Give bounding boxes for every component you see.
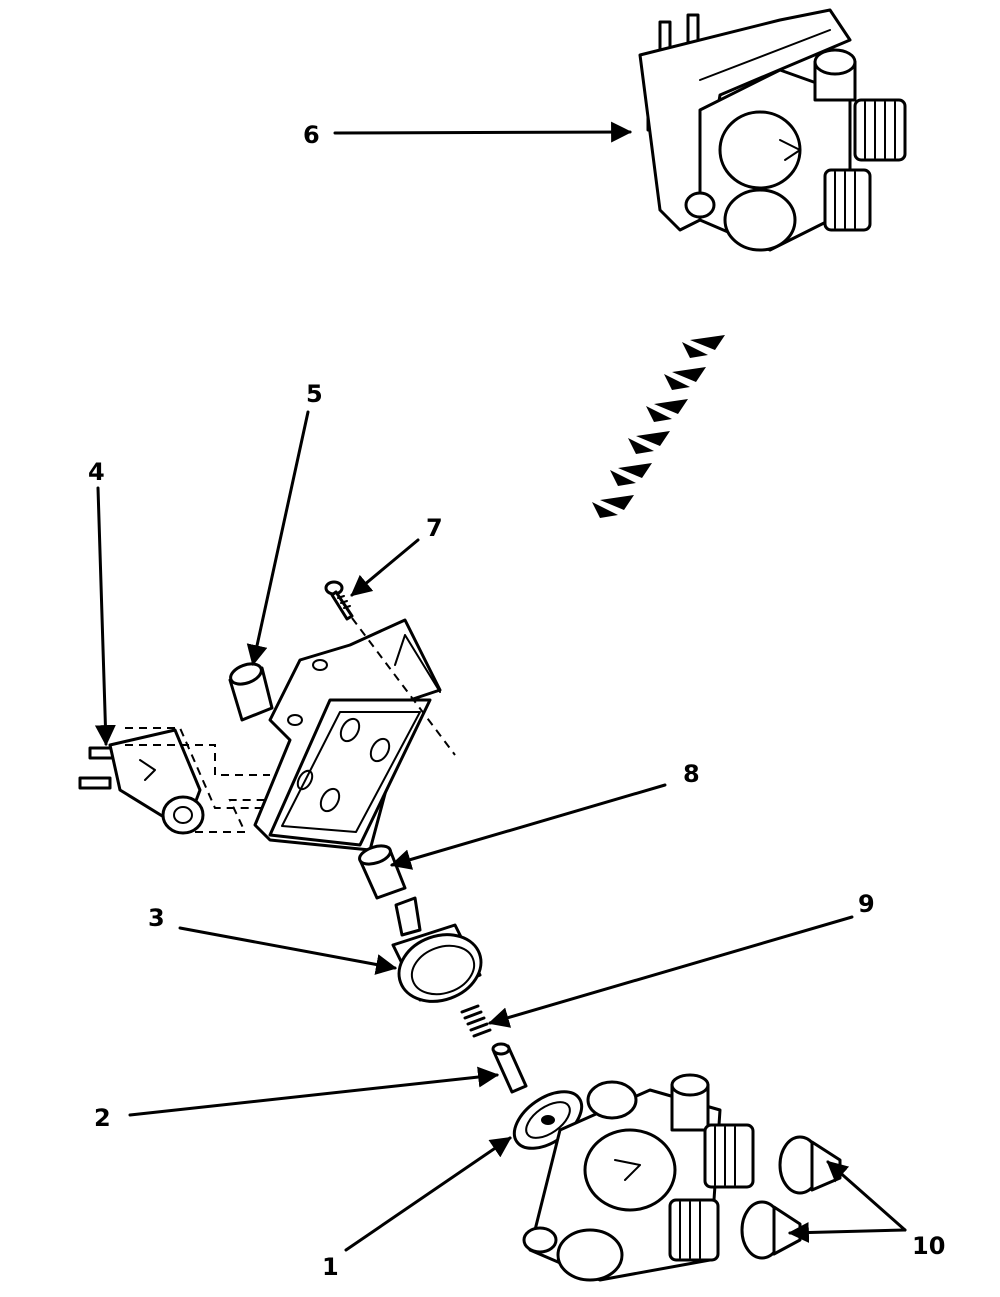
callout-8: 8 (683, 760, 700, 788)
inlet-screen-caps (740, 1135, 842, 1260)
callout-7: 7 (426, 514, 443, 542)
plunger-sleeve-part (358, 844, 407, 900)
plunger-housing-part (391, 896, 483, 1003)
callout-9: 9 (858, 890, 875, 918)
plunger-part (491, 1042, 528, 1094)
leader-line-4 (94, 486, 116, 747)
sleeve-part (228, 662, 274, 722)
leader-line-6 (333, 121, 633, 143)
assembly-direction-arrows (592, 335, 725, 518)
callout-2: 2 (94, 1104, 111, 1132)
alignment-guide-line (351, 617, 456, 756)
leader-line-10b (787, 1222, 907, 1244)
callout-1: 1 (322, 1253, 339, 1281)
leader-line-9 (487, 915, 854, 1028)
callout-3: 3 (148, 904, 165, 932)
callout-6: 6 (303, 121, 320, 149)
callout-5: 5 (306, 380, 323, 408)
callout-4: 4 (88, 458, 105, 486)
alignment-guide-line (195, 799, 265, 833)
mounting-bracket (253, 618, 442, 852)
leader-line-3 (178, 926, 398, 975)
leader-line-2 (128, 1066, 500, 1117)
valve-body (522, 1073, 755, 1282)
leader-line-7 (350, 538, 420, 597)
callout-10: 10 (912, 1232, 945, 1260)
leader-line-5 (246, 410, 310, 667)
alignment-guide-line (125, 744, 270, 776)
leader-line-10a (826, 1160, 907, 1232)
leader-line-8 (389, 783, 667, 870)
alignment-guide-line (125, 727, 280, 809)
screw-part (324, 580, 354, 621)
spring-part (460, 1004, 492, 1038)
leader-line-1 (344, 1136, 512, 1252)
assembled-water-valve (638, 8, 907, 252)
terminal-block-part (78, 728, 205, 835)
